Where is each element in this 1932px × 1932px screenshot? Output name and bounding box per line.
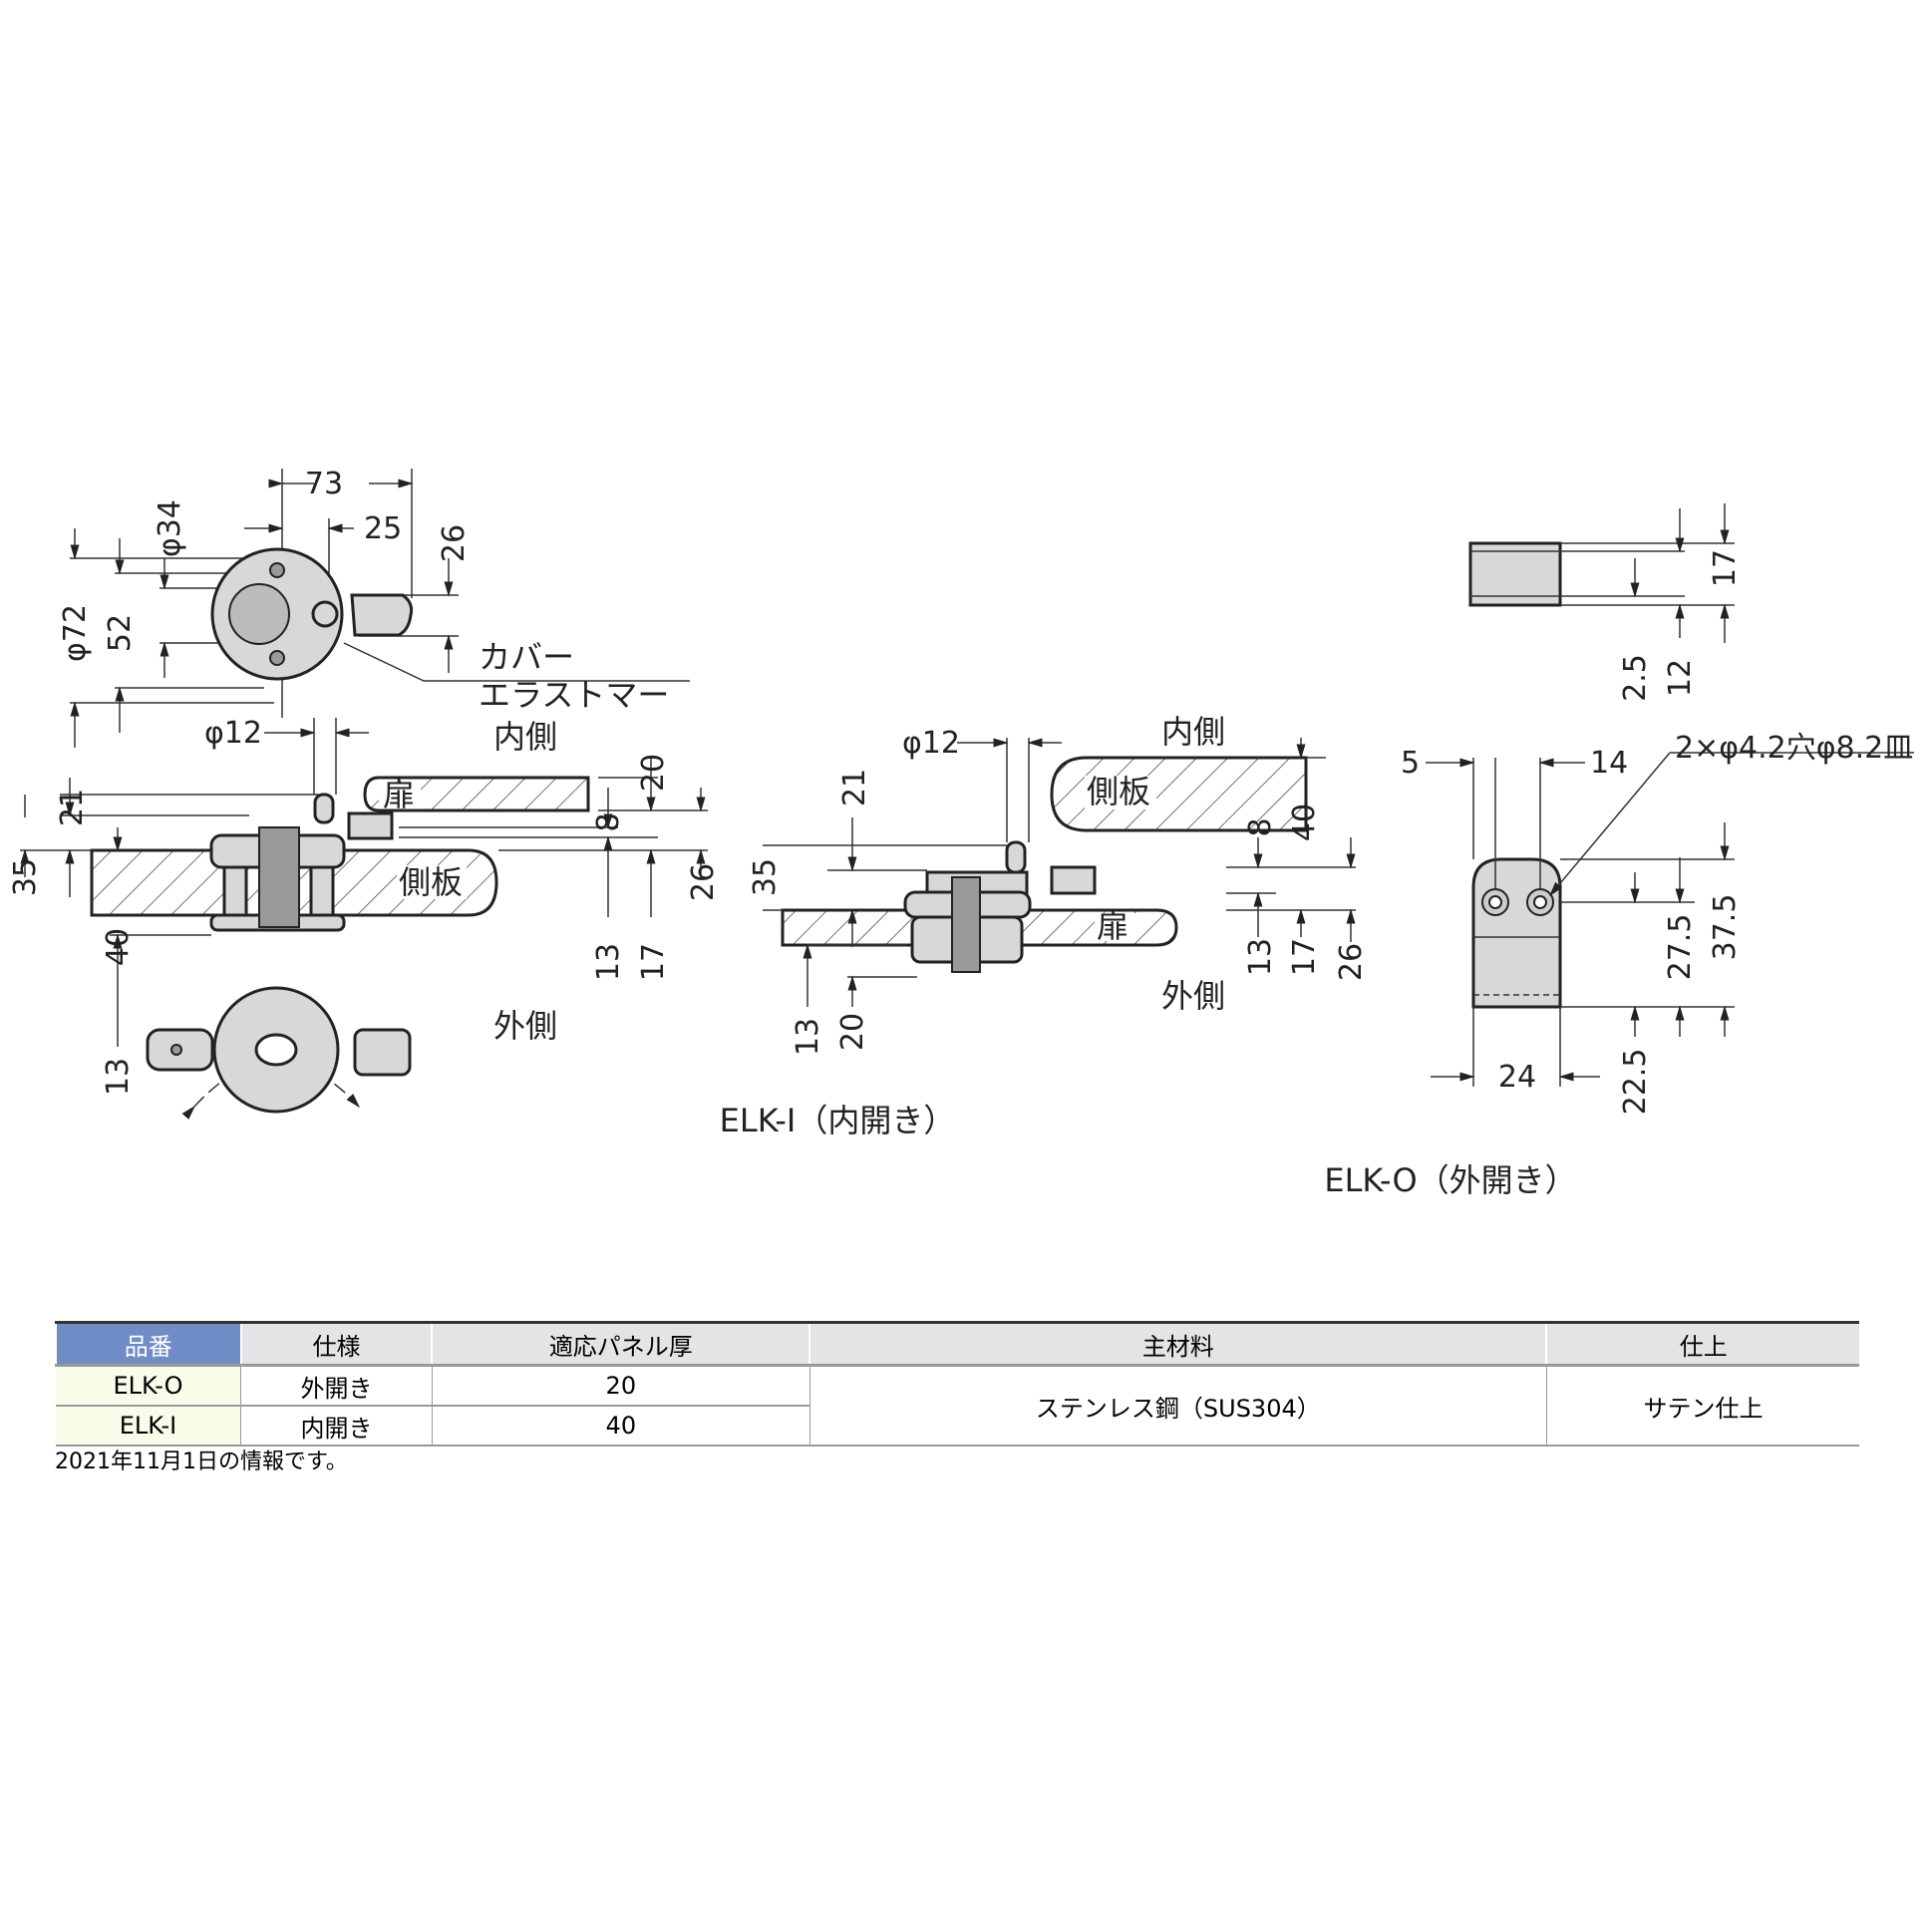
strike-bracket: [1471, 857, 1562, 1009]
side-panel-label: 側板: [399, 863, 463, 901]
dim-24: 24: [1498, 1060, 1536, 1095]
dim-21: 21: [837, 769, 872, 806]
elk-i-view: 内側 外側 側板 扉 φ12 21 35 8 40 13 20 13 17 26…: [720, 713, 1369, 1139]
strike-side-view: [1468, 541, 1562, 607]
dim-17: 17: [1287, 938, 1322, 976]
dim-13: 13: [791, 1018, 825, 1056]
header-finish: 仕上: [1545, 1321, 1859, 1367]
elastomer-cover: [350, 593, 414, 637]
technical-drawing: 73 25 26 φ34 φ72 52 カバー エラストマー 扉 側板 φ12: [8, 467, 1914, 1199]
door-label: 扉: [1097, 907, 1128, 945]
dim-22-5: 22.5: [1618, 1049, 1653, 1116]
left-bottom-view: [146, 986, 412, 1121]
dim-40: 40: [101, 928, 136, 966]
dim-35: 35: [748, 858, 783, 896]
finish-cell: サテン仕上: [1545, 1365, 1859, 1447]
dim-37-5: 37.5: [1708, 894, 1743, 961]
dim-20: 20: [835, 1013, 870, 1051]
dim-27-5: 27.5: [1663, 914, 1698, 981]
dim-73: 73: [305, 467, 343, 501]
dim-40: 40: [1287, 804, 1322, 841]
dim-phi72: φ72: [58, 604, 93, 662]
table-row: ELK-O 外開き 20 ステンレス鋼（SUS304） サテン仕上: [56, 1365, 1859, 1447]
cover-label: カバー: [479, 638, 574, 676]
inside-label: 内側: [1161, 713, 1225, 751]
info-date-note: 2021年11月1日の情報です。: [55, 1449, 348, 1474]
spec-cell: 外開き: [240, 1365, 433, 1407]
dim-5: 5: [1401, 746, 1420, 781]
outside-label: 外側: [493, 1007, 557, 1045]
header-model: 品番: [55, 1321, 241, 1367]
dim-8: 8: [591, 812, 626, 831]
left-section-view: 扉 側板 φ12 35 21 40 13 8 20 26 13 17 内側 外側: [8, 716, 721, 1096]
side-panel-label: 側板: [1087, 773, 1150, 810]
elk-o-view: 17 2.5 12 5 14 2×φ4.2穴φ8.2皿 37.5 27.5 22…: [1324, 503, 1914, 1199]
dim-12: 12: [1663, 659, 1698, 697]
dim-13: 13: [591, 943, 626, 981]
panel-cell: 20: [431, 1365, 810, 1407]
dim-phi34: φ34: [153, 499, 187, 557]
elk-i-caption: ELK-I（内開き）: [720, 1102, 956, 1139]
dim-8: 8: [1243, 817, 1278, 836]
header-spec: 仕様: [239, 1321, 433, 1367]
panel-cell: 40: [431, 1406, 810, 1447]
model-cell: ELK-O: [56, 1365, 241, 1407]
dim-phi12: φ12: [204, 716, 262, 751]
material-cell: ステンレス鋼（SUS304）: [808, 1365, 1547, 1447]
dim-2-5: 2.5: [1618, 654, 1653, 702]
hole-spec-label: 2×φ4.2穴φ8.2皿: [1675, 731, 1913, 766]
elk-o-caption: ELK-O（外開き）: [1324, 1161, 1576, 1199]
dim-13: 13: [101, 1058, 136, 1096]
table-row: ELK-I 内開き 40: [56, 1406, 1859, 1447]
dim-phi12: φ12: [902, 726, 960, 761]
dim-25: 25: [364, 511, 402, 546]
dim-20: 20: [636, 754, 671, 792]
dim-14: 14: [1590, 746, 1628, 781]
dim-17: 17: [1708, 549, 1743, 587]
table-header-row: 品番 仕様 適応パネル厚 主材料 仕上: [55, 1321, 1859, 1367]
dim-21: 21: [55, 789, 90, 826]
spec-cell: 内開き: [240, 1406, 433, 1447]
dim-26: 26: [686, 863, 721, 901]
header-material: 主材料: [808, 1321, 1547, 1367]
inside-label: 内側: [493, 718, 557, 756]
dim-26: 26: [1334, 943, 1369, 981]
outside-label: 外側: [1161, 977, 1225, 1015]
dim-52: 52: [103, 614, 138, 652]
dim-13: 13: [1243, 938, 1278, 976]
left-top-view: 73 25 26 φ34 φ72 52 カバー エラストマー: [58, 467, 690, 748]
dim-26: 26: [437, 524, 472, 562]
dim-35: 35: [8, 858, 43, 896]
header-panel-thickness: 適応パネル厚: [431, 1321, 810, 1367]
model-cell: ELK-I: [56, 1406, 241, 1447]
elastomer-label: エラストマー: [479, 676, 669, 714]
door-label: 扉: [383, 776, 415, 813]
spec-table: 品番 仕様 適応パネル厚 主材料 仕上 ELK-O 外開き 20 ステンレス鋼（…: [55, 1321, 1859, 1447]
dim-17: 17: [636, 943, 671, 981]
